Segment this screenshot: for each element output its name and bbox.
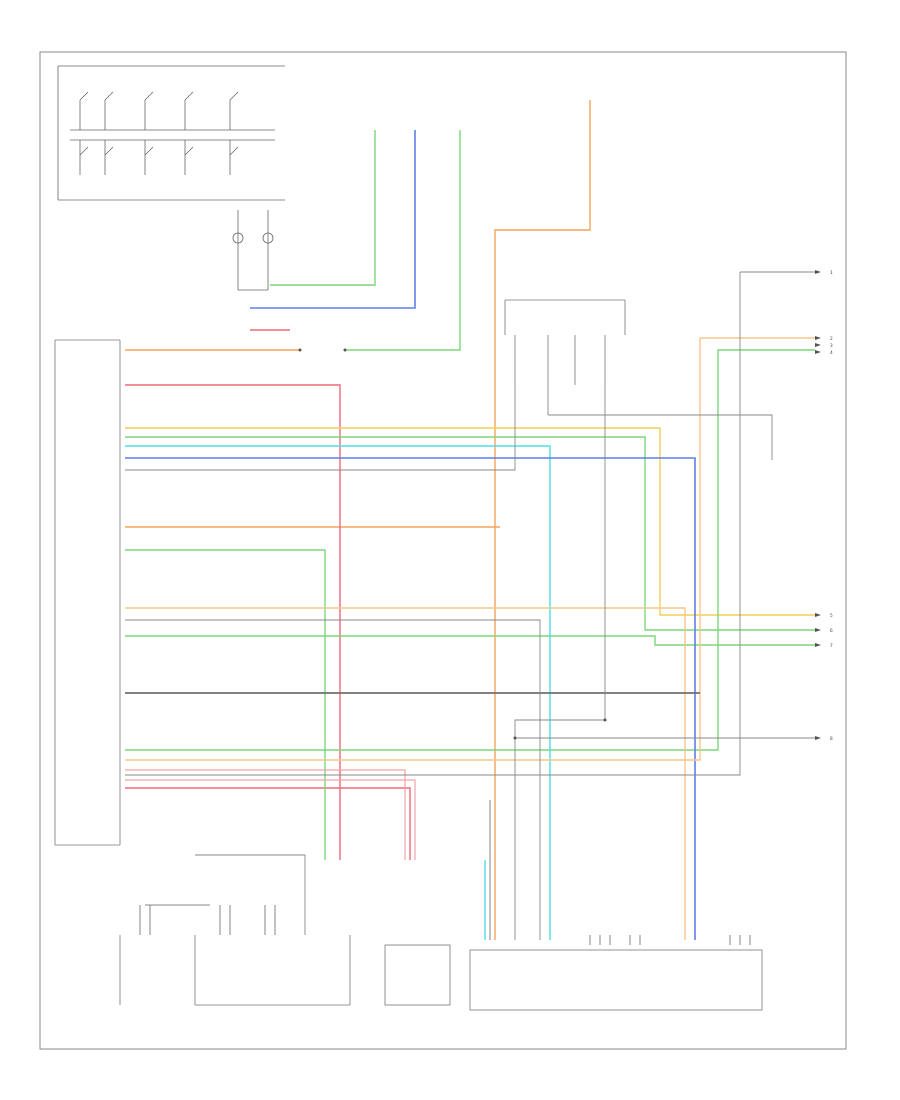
right-connector-numbers: 1 2 3 4 5 6 7 8	[830, 270, 833, 742]
right-arrow-label: 4	[830, 350, 833, 356]
diagram-frame	[39, 51, 847, 1050]
bottom-module-right	[469, 949, 763, 1011]
wire-pink	[125, 329, 411, 860]
right-arrow-label: 3	[830, 343, 833, 349]
right-arrow-label: 2	[830, 336, 833, 342]
sensor-element	[232, 210, 274, 291]
right-arrow-label: 7	[830, 643, 833, 649]
wire-tan	[125, 337, 815, 940]
right-arrow-label: 1	[830, 270, 833, 276]
right-arrow-label: 6	[830, 628, 833, 634]
bottom-module-left	[119, 935, 451, 1006]
wire-pink-lower	[125, 769, 416, 860]
wire-gray	[125, 271, 815, 940]
right-arrow-label: 8	[830, 736, 833, 742]
control-module-left	[54, 339, 121, 846]
switch-bank	[57, 65, 285, 201]
wire-blue	[125, 130, 696, 940]
wire-orange-top	[125, 100, 591, 940]
right-arrow-label: 5	[830, 613, 833, 619]
junction-dots	[298, 348, 607, 740]
wire-yellow	[125, 427, 815, 616]
wire-green	[125, 130, 815, 860]
right-connector-arrows	[815, 270, 821, 740]
connector-stubs	[139, 800, 751, 945]
right-module-block	[504, 299, 626, 415]
